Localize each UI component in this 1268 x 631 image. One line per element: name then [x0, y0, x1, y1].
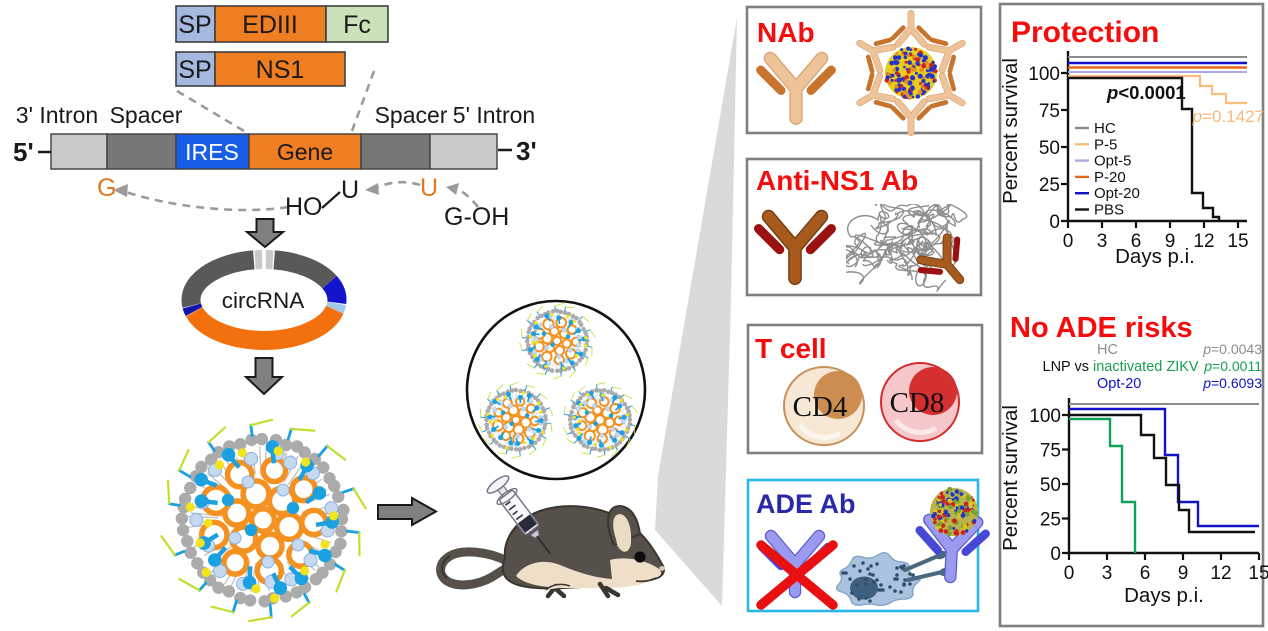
svg-text:G-OH: G-OH [444, 203, 509, 231]
svg-text:Days p.i.: Days p.i. [1124, 584, 1204, 607]
svg-text:HC: HC [1094, 120, 1116, 137]
svg-text:T cell: T cell [755, 333, 827, 364]
svg-text:0: 0 [1049, 212, 1060, 233]
svg-text:SP: SP [178, 11, 211, 39]
svg-text:P-20: P-20 [1094, 169, 1126, 186]
svg-text:6: 6 [1140, 563, 1151, 584]
svg-text:5': 5' [13, 137, 34, 167]
svg-text:Gene: Gene [277, 139, 333, 165]
svg-text:0: 0 [1050, 544, 1061, 565]
svg-text:75: 75 [1040, 441, 1061, 462]
svg-text:p=0.6093: p=0.6093 [1202, 375, 1262, 391]
svg-text:5' Intron: 5' Intron [453, 102, 535, 128]
svg-text:p=0.0011: p=0.0011 [1203, 358, 1262, 374]
svg-text:SP: SP [178, 56, 211, 84]
svg-text:3: 3 [1102, 563, 1113, 584]
svg-text:EDIII: EDIII [242, 11, 298, 39]
svg-text:NAb: NAb [757, 17, 815, 48]
svg-text:50: 50 [1039, 138, 1060, 159]
svg-text:Anti-NS1 Ab: Anti-NS1 Ab [756, 165, 918, 196]
svg-text:p<0.0001: p<0.0001 [1106, 82, 1186, 103]
svg-text:PBS: PBS [1094, 202, 1124, 219]
svg-text:p=0.1427: p=0.1427 [1192, 107, 1264, 126]
svg-text:3' Intron: 3' Intron [16, 102, 98, 128]
svg-text:NS1: NS1 [256, 56, 305, 84]
svg-text:HO: HO [285, 193, 323, 221]
svg-text:CD8: CD8 [890, 387, 945, 419]
svg-text:15: 15 [1227, 231, 1248, 252]
svg-text:Protection: Protection [1011, 16, 1159, 49]
svg-text:0: 0 [1064, 563, 1075, 584]
svg-text:50: 50 [1040, 475, 1061, 496]
svg-text:75: 75 [1039, 101, 1060, 122]
svg-text:15: 15 [1248, 563, 1268, 584]
svg-text:25: 25 [1040, 510, 1061, 531]
svg-text:U: U [420, 174, 438, 202]
svg-text:9: 9 [1165, 231, 1176, 252]
svg-text:G: G [97, 174, 116, 202]
svg-text:0: 0 [1063, 231, 1074, 252]
svg-text:Opt-5: Opt-5 [1094, 153, 1132, 170]
svg-text:100: 100 [1029, 406, 1061, 427]
svg-text:Spacer: Spacer [375, 102, 448, 128]
svg-text:HC: HC [1097, 342, 1118, 358]
svg-text:25: 25 [1039, 175, 1060, 196]
svg-text:Opt-20: Opt-20 [1094, 185, 1140, 202]
svg-text:3: 3 [1097, 231, 1108, 252]
svg-text:p=0.0043: p=0.0043 [1202, 341, 1262, 357]
svg-text:U: U [341, 176, 359, 204]
svg-text:100: 100 [1028, 64, 1060, 85]
svg-text:IRES: IRES [185, 139, 239, 165]
svg-text:ADE Ab: ADE Ab [756, 489, 856, 519]
svg-text:Percent survival: Percent survival [999, 405, 1022, 551]
svg-text:12: 12 [1193, 231, 1214, 252]
svg-text:No ADE risks: No ADE risks [1010, 312, 1193, 344]
svg-text:Opt-20: Opt-20 [1097, 376, 1141, 392]
svg-text:6: 6 [1131, 231, 1142, 252]
svg-text:Fc: Fc [343, 11, 371, 39]
svg-text:3': 3' [516, 136, 537, 166]
svg-text:12: 12 [1210, 563, 1231, 584]
svg-text:9: 9 [1178, 563, 1189, 584]
svg-text:LNP vs: LNP vs [1043, 359, 1089, 375]
svg-text:Spacer: Spacer [110, 102, 183, 128]
svg-text:CD4: CD4 [793, 391, 848, 423]
svg-text:inactivated ZIKV: inactivated ZIKV [1093, 359, 1199, 375]
svg-text:P-5: P-5 [1094, 136, 1117, 153]
svg-text:Days p.i.: Days p.i. [1115, 245, 1195, 268]
svg-text:circRNA: circRNA [222, 288, 305, 313]
svg-text:Percent survival: Percent survival [999, 58, 1022, 204]
